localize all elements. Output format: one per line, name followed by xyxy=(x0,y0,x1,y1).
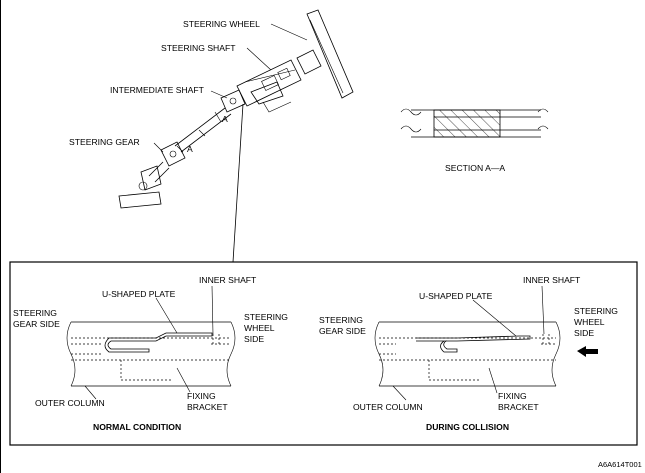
label-steering-gear: STEERING GEAR xyxy=(69,137,140,147)
normal-wheel-side-label-1: STEERING xyxy=(244,312,288,322)
collision-u-plate-label: U-SHAPED PLATE xyxy=(419,291,493,301)
section-title: SECTION A—A xyxy=(445,163,505,173)
label-steering-shaft: STEERING SHAFT xyxy=(161,43,236,53)
normal-wheel-side-label-3: SIDE xyxy=(244,334,264,344)
leader-outer-column-normal xyxy=(84,385,97,400)
leader-fixing-bracket-collision xyxy=(488,367,498,394)
leader-inner-shaft-normal xyxy=(211,285,214,335)
collision-drawing xyxy=(374,321,598,387)
label-steering-wheel: STEERING WHEEL xyxy=(183,19,260,29)
leader-fixing-bracket-normal xyxy=(176,367,191,393)
figure-code: A6A614T001 xyxy=(598,460,642,469)
leader-inner-shaft-collision xyxy=(541,285,545,335)
leader-outer-column-collision xyxy=(392,385,407,401)
collision-wheel-side-label-3: SIDE xyxy=(574,328,594,338)
normal-outer-column-label: OUTER COLUMN xyxy=(35,398,105,408)
normal-fixing-label-1: FIXING xyxy=(187,391,216,401)
collision-fixing-label-2: BRACKET xyxy=(498,402,539,412)
normal-gear-side-label-2: GEAR SIDE xyxy=(13,319,60,329)
steering-assembly-drawing xyxy=(118,9,354,209)
leader-u-plate-normal xyxy=(155,297,178,334)
leader-steering-shaft xyxy=(246,47,272,71)
detail-frame xyxy=(9,261,638,446)
normal-condition-drawing xyxy=(66,321,236,387)
leader-steering-wheel xyxy=(270,23,308,41)
normal-wheel-side-label-2: WHEEL xyxy=(244,323,275,333)
collision-outer-column-label: OUTER COLUMN xyxy=(353,402,423,412)
detail-callout-line xyxy=(232,103,244,263)
collision-wheel-side-label-1: STEERING xyxy=(574,306,618,316)
normal-condition-caption: NORMAL CONDITION xyxy=(93,422,181,432)
leader-steering-gear xyxy=(153,142,164,153)
collision-fixing-label-1: FIXING xyxy=(498,391,527,401)
collision-gear-side-label-2: GEAR SIDE xyxy=(319,326,366,336)
label-intermediate-shaft: INTERMEDIATE SHAFT xyxy=(110,85,205,95)
collision-caption: DURING COLLISION xyxy=(426,422,509,432)
normal-gear-side-label-1: STEERING xyxy=(13,308,57,318)
leader-u-plate-collision xyxy=(472,299,517,337)
normal-u-plate-label: U-SHAPED PLATE xyxy=(102,289,176,299)
collision-gear-side-label-1: STEERING xyxy=(319,315,363,325)
section-marker-upper: A xyxy=(222,114,228,124)
collision-inner-shaft-label: INNER SHAFT xyxy=(523,275,581,285)
leader-intermediate-shaft xyxy=(210,90,228,99)
section-marker-lower: A xyxy=(187,144,193,154)
normal-inner-shaft-label: INNER SHAFT xyxy=(199,275,257,285)
section-a-a-drawing xyxy=(400,108,549,138)
force-arrow-icon xyxy=(577,346,598,357)
normal-fixing-label-2: BRACKET xyxy=(187,402,228,412)
collision-wheel-side-label-2: WHEEL xyxy=(574,317,605,327)
